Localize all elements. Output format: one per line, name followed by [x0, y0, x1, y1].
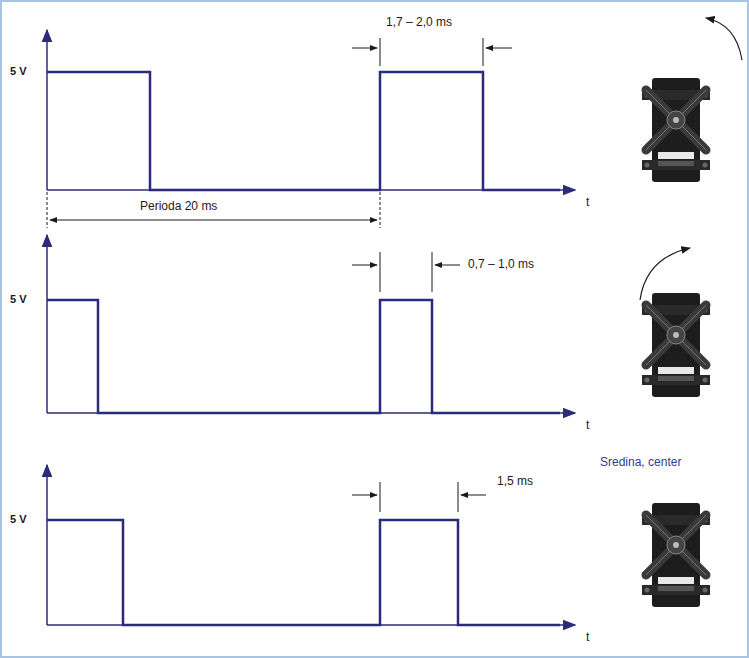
axis-label: t — [586, 631, 589, 644]
voltage-label: 5 V — [10, 65, 27, 77]
pulse-width-label: 1,5 ms — [497, 475, 533, 488]
position-label: Sredina, center — [600, 456, 681, 469]
voltage-label: 5 V — [10, 293, 27, 305]
voltage-label: 5 V — [10, 513, 27, 525]
axis-label: t — [586, 419, 589, 432]
period-label: Perioda 20 ms — [140, 200, 217, 213]
axis-label: t — [586, 196, 589, 209]
pulse-width-label: 1,7 – 2,0 ms — [386, 16, 452, 29]
pulse-width-label: 0,7 – 1,0 ms — [468, 258, 534, 271]
